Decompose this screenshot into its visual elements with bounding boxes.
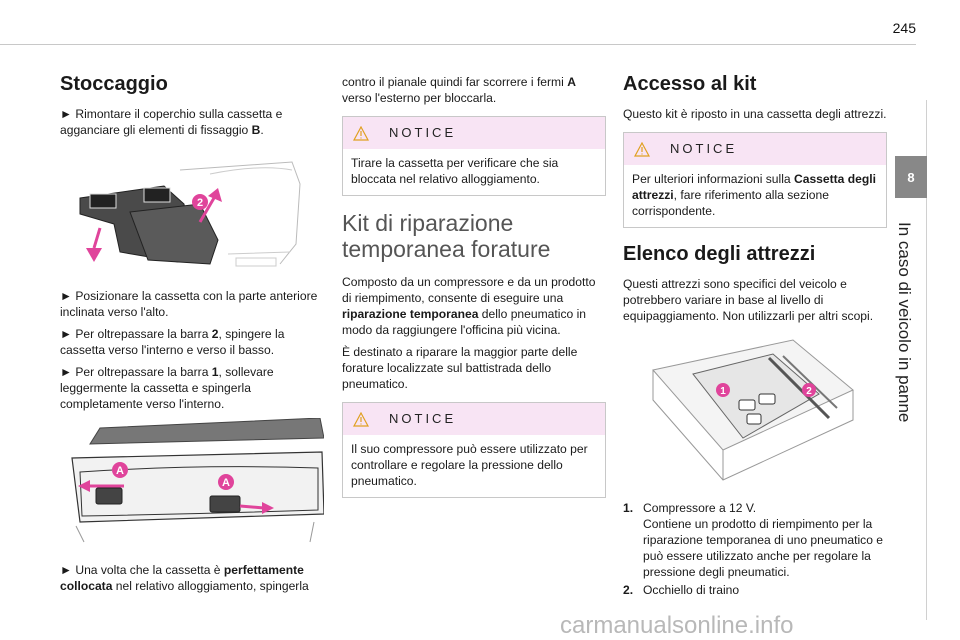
- list-item: 2. Occhiello di traino: [623, 583, 740, 597]
- instruction-continued: contro il pianale quindi far scorrere i …: [342, 75, 576, 105]
- warning-icon: [353, 411, 369, 427]
- instruction-3: ► Per oltrepassare la barra 2, spingere …: [60, 327, 285, 357]
- instruction-2: ► Posizionare la cassetta con la parte a…: [60, 289, 318, 319]
- kit-purpose: È destinato a riparare la maggior parte …: [342, 345, 578, 391]
- callout-2-icon: [192, 194, 208, 210]
- fig3-label-1: 1: [720, 386, 726, 397]
- notice-text: Il suo compressore può essere utilizzato…: [351, 442, 588, 488]
- watermark: carmanualsonline.info: [560, 612, 794, 639]
- notice-header: NOTICE: [624, 133, 886, 165]
- instruction-1: ► Rimontare il coperchio sulla cassetta …: [60, 107, 283, 137]
- heading-kit-riparazione: Kit di riparazione temporanea forature: [342, 210, 551, 262]
- notice-text: Per ulteriori informazioni sulla Cassett…: [632, 172, 876, 218]
- fig2-label-2: A: [222, 477, 230, 489]
- notice-label: NOTICE: [670, 141, 738, 156]
- chapter-side-title: In caso di veicolo in panne: [895, 222, 914, 423]
- chapter-tab[interactable]: 8: [895, 156, 927, 198]
- tools-list: 1. Compressore a 12 V.Contiene un prodot…: [623, 500, 887, 598]
- notice-box-2: NOTICE Il suo compressore può essere uti…: [342, 402, 606, 498]
- notice-label: NOTICE: [389, 125, 457, 140]
- notice-box-1: NOTICE Tirare la cassetta per verificare…: [342, 116, 606, 196]
- side-divider: [926, 100, 927, 620]
- page-number: 245: [892, 20, 916, 36]
- list-item: 1. Compressore a 12 V.Contiene un prodot…: [623, 501, 884, 579]
- fig2-label-1: A: [116, 465, 124, 477]
- access-description: Questo kit è riposto in una cassetta deg…: [623, 107, 887, 121]
- heading-elenco-attrezzi: Elenco degli attrezzi: [623, 243, 816, 265]
- fig1-label: 2: [197, 197, 203, 209]
- figure-box-latches: A A: [71, 418, 324, 543]
- figure-toolbox: 1 2: [652, 339, 854, 481]
- fig3-label-2: 2: [806, 386, 812, 397]
- warning-icon: [353, 125, 369, 141]
- column-3: Accesso al kit Questo kit è riposto in u…: [623, 58, 887, 600]
- column-2: contro il pianale quindi far scorrere i …: [342, 74, 606, 510]
- heading-accesso-kit: Accesso al kit: [623, 73, 757, 95]
- kit-description: Composto da un compressore e da un prodo…: [342, 275, 596, 337]
- header-divider: [0, 44, 916, 45]
- figure-box-lid: 2: [79, 161, 301, 267]
- notice-header: NOTICE: [343, 117, 605, 149]
- instruction-4: ► Per oltrepassare la barra 1, sollevare…: [60, 365, 274, 411]
- callout-a-icon: [112, 462, 128, 478]
- notice-header: NOTICE: [343, 403, 605, 435]
- heading-stoccaggio: Stoccaggio: [60, 73, 168, 95]
- warning-icon: [634, 141, 650, 157]
- instruction-5: ► Una volta che la cassetta è perfettame…: [60, 563, 309, 593]
- notice-label: NOTICE: [389, 411, 457, 426]
- tools-description: Questi attrezzi sono specifici del veico…: [623, 277, 874, 323]
- callout-2-icon: [802, 383, 816, 397]
- column-1: Stoccaggio ► Rimontare il coperchio sull…: [60, 58, 324, 600]
- notice-text: Tirare la cassetta per verificare che si…: [351, 156, 559, 186]
- notice-box-3: NOTICE Per ulteriori informazioni sulla …: [623, 132, 887, 228]
- callout-1-icon: [716, 383, 730, 397]
- callout-a-icon: [218, 474, 234, 490]
